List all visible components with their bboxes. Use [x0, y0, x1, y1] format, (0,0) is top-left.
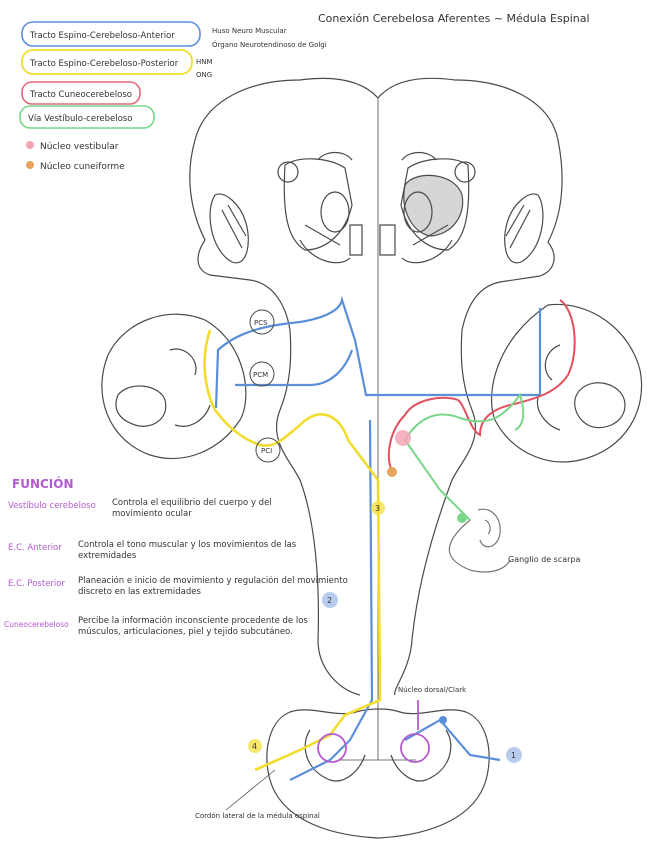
legend-outline-yellow: [21, 49, 193, 75]
legend-item-cuneo: Tracto Cuneocerebeloso: [21, 81, 141, 105]
funcion-term-posterior: E.C. Posterior: [8, 579, 65, 589]
legend: Tracto Espino-Cerebeloso-Anterior Huso N…: [19, 21, 327, 172]
funcion-term-vestibulo: Vestíbulo cerebeloso: [8, 501, 96, 511]
funcion-desc-anterior: Controla el tono muscular y los movimien…: [78, 540, 297, 561]
marker-2: 2: [327, 596, 332, 605]
funcion-term-anterior: E.C. Anterior: [8, 543, 62, 553]
funcion-desc-posterior: Planeación e inicio de movimiento y regu…: [78, 576, 348, 597]
marker-4-bg: [248, 739, 262, 753]
pathway-purple: [317, 700, 430, 763]
marker-3-bg: [371, 501, 385, 515]
legend-note-hnm: HNM: [196, 58, 213, 66]
nucleus-label-vestibular: Núcleo vestibular: [40, 142, 119, 152]
marker-1-bg: [506, 747, 522, 763]
legend-note-golgi: Órgano Neurotendinoso de Golgi: [212, 40, 327, 49]
legend-outline-green: [19, 105, 155, 129]
marker-3: 3: [375, 504, 380, 513]
cuneiform-nucleus: [387, 467, 397, 477]
label-pcs: PCS: [254, 319, 268, 327]
funcion-term-cuneo: Cuneocerebeloso: [4, 620, 69, 629]
label-cordon: Cordón lateral de la médula espinal: [195, 812, 320, 820]
funcion-desc-cuneo-wrap: Percibe la información inconsciente proc…: [78, 616, 308, 637]
legend-outline-red: [21, 81, 141, 105]
funcion-desc-cuneo: Percibe la información inconsciente proc…: [78, 616, 308, 637]
funcion-desc-vestibulo: Controla el equilibrio del cuerpo y del …: [112, 498, 272, 519]
peduncle-labels: [249, 309, 281, 463]
pathway-blue: [214, 295, 542, 781]
legend-label-posterior: Tracto Espino-Cerebeloso-Posterior: [29, 59, 179, 69]
vestibular-nucleus: [395, 430, 411, 446]
nucleus-key-vestibular: Núcleo vestibular: [26, 141, 119, 152]
legend-item-posterior: Tracto Espino-Cerebeloso-Posterior HNM O…: [21, 49, 213, 79]
nucleus-label-cuneiforme: Núcleo cuneiforme: [40, 162, 125, 172]
pathway-green: [404, 392, 525, 521]
nucleus-key-cuneiforme: Núcleo cuneiforme: [26, 161, 125, 172]
legend-label-anterior: Tracto Espino-Cerebeloso-Anterior: [29, 31, 175, 41]
nucleus-dot-vestibular: [26, 141, 34, 149]
funcion-desc-posterior-wrap: Planeación e inicio de movimiento y regu…: [78, 576, 348, 597]
funcion-heading: FUNCIÓN: [12, 476, 74, 491]
legend-item-vestibulo: Vía Vestíbulo-cerebeloso: [19, 105, 155, 129]
blue-node: [439, 716, 447, 724]
label-scarpa: Ganglio de scarpa: [508, 555, 581, 564]
funcion-desc-anterior-wrap: Controla el tono muscular y los movimien…: [78, 540, 297, 561]
label-pcm: PCM: [253, 371, 268, 379]
marker-4: 4: [252, 742, 257, 751]
pathway-red: [387, 299, 576, 473]
label-pci: PCI: [261, 447, 272, 455]
legend-label-vestibulo: Vía Vestíbulo-cerebeloso: [28, 114, 132, 124]
green-node: [457, 513, 467, 523]
brainstem-outline: [101, 77, 643, 839]
cordon-pointer: [225, 769, 276, 811]
legend-label-cuneo: Tracto Cuneocerebeloso: [29, 90, 132, 100]
legend-outline-blue: [21, 21, 201, 47]
label-clark: Núcleo dorsal/Clark: [398, 686, 467, 694]
pathway-yellow: [203, 329, 382, 772]
nucleus-dot-cuneiforme: [26, 161, 34, 169]
marker-2-bg: [322, 592, 338, 608]
legend-note-huso: Huso Neuro Muscular: [212, 27, 287, 35]
legend-note-ong: ONG: [196, 71, 212, 79]
ear-icon: [448, 508, 511, 573]
legend-item-anterior: Tracto Espino-Cerebeloso-Anterior Huso N…: [21, 21, 327, 49]
marker-1: 1: [511, 751, 516, 760]
funcion-desc-vestibulo-wrap: Controla el equilibrio del cuerpo y del …: [112, 498, 272, 519]
page-title: Conexión Cerebelosa Aferentes ~ Médula E…: [318, 12, 590, 25]
